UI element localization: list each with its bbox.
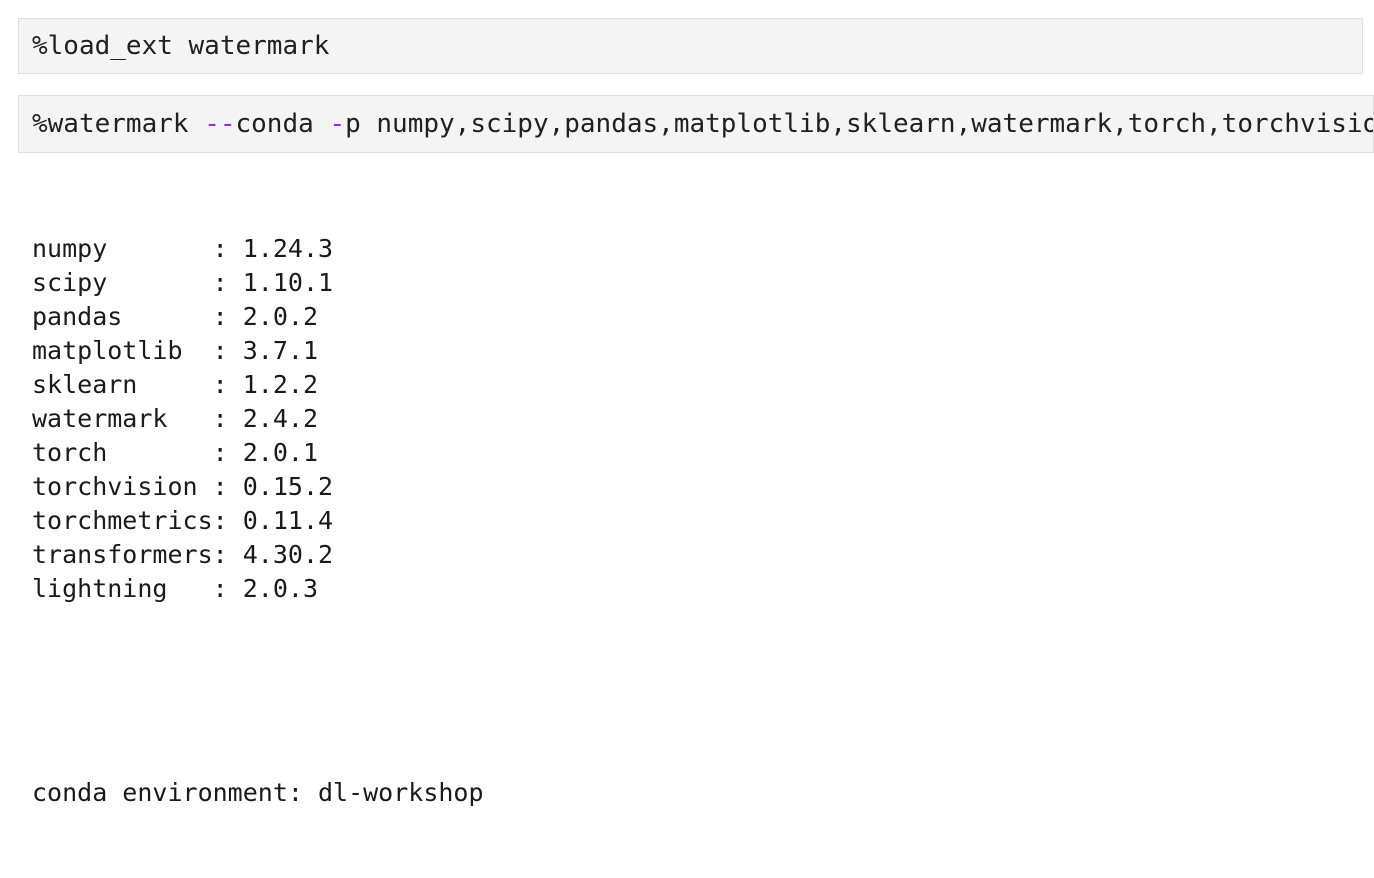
package-version: 4.30.2 bbox=[242, 540, 334, 569]
package-separator: : bbox=[212, 574, 243, 603]
package-version-row: sklearn : 1.2.2 bbox=[32, 368, 1352, 402]
package-version-row: watermark : 2.4.2 bbox=[32, 402, 1352, 436]
package-name: torchvision bbox=[32, 472, 213, 501]
package-version: 0.15.2 bbox=[242, 472, 334, 501]
packages-argument: numpy,scipy,pandas,matplotlib,sklearn,wa… bbox=[376, 109, 1373, 139]
code-cell-1-source: %load_ext watermark bbox=[32, 31, 330, 61]
code-cell-watermark[interactable]: %watermark --conda -p numpy,scipy,pandas… bbox=[18, 95, 1374, 153]
package-version-row: scipy : 1.10.1 bbox=[32, 266, 1352, 300]
package-separator: : bbox=[212, 472, 243, 501]
package-separator: : bbox=[212, 268, 243, 297]
package-name: transformers bbox=[32, 540, 213, 569]
flag-separator-space bbox=[314, 109, 330, 139]
package-version-row: transformers: 4.30.2 bbox=[32, 538, 1352, 572]
code-cell-2-source: %watermark --conda -p numpy,scipy,pandas… bbox=[32, 109, 1373, 139]
magic-watermark-token: %watermark bbox=[32, 109, 205, 139]
flag-conda-dashes: -- bbox=[204, 109, 236, 139]
package-separator: : bbox=[212, 438, 243, 467]
package-version-row: pandas : 2.0.2 bbox=[32, 300, 1352, 334]
package-version-row: lightning : 2.0.3 bbox=[32, 572, 1352, 606]
package-name: matplotlib bbox=[32, 336, 213, 365]
package-version: 1.2.2 bbox=[242, 370, 318, 399]
package-separator: : bbox=[212, 404, 243, 433]
package-version: 1.24.3 bbox=[242, 234, 334, 263]
package-version: 1.10.1 bbox=[242, 268, 334, 297]
package-name: numpy bbox=[32, 234, 213, 263]
package-separator: : bbox=[212, 540, 243, 569]
package-name: torch bbox=[32, 438, 213, 467]
package-version-row: torchvision : 0.15.2 bbox=[32, 470, 1352, 504]
package-version: 2.0.1 bbox=[242, 438, 318, 467]
package-name: scipy bbox=[32, 268, 213, 297]
package-version-row: torch : 2.0.1 bbox=[32, 436, 1352, 470]
flag-conda-word: conda bbox=[235, 109, 314, 139]
package-version: 2.0.3 bbox=[242, 574, 318, 603]
package-separator: : bbox=[212, 336, 243, 365]
package-name: sklearn bbox=[32, 370, 213, 399]
package-separator: : bbox=[212, 234, 243, 263]
package-version: 0.11.4 bbox=[242, 506, 334, 535]
package-version-row: numpy : 1.24.3 bbox=[32, 232, 1352, 266]
package-separator: : bbox=[212, 370, 243, 399]
output-blank-line bbox=[32, 674, 1352, 708]
code-cell-load-ext[interactable]: %load_ext watermark bbox=[18, 18, 1363, 74]
package-version: 3.7.1 bbox=[242, 336, 318, 365]
flag-p-word: p bbox=[345, 109, 377, 139]
package-name: watermark bbox=[32, 404, 213, 433]
package-name: torchmetrics bbox=[32, 506, 213, 535]
package-version-row: matplotlib : 3.7.1 bbox=[32, 334, 1352, 368]
conda-environment-line: conda environment: dl-workshop bbox=[32, 778, 484, 807]
package-separator: : bbox=[212, 506, 243, 535]
package-separator: : bbox=[212, 302, 243, 331]
notebook-container: %load_ext watermark %watermark --conda -… bbox=[18, 18, 1374, 807]
package-version: 2.4.2 bbox=[242, 404, 318, 433]
package-name: lightning bbox=[32, 574, 213, 603]
package-name: pandas bbox=[32, 302, 213, 331]
flag-p-dash: - bbox=[329, 109, 346, 139]
package-version: 2.0.2 bbox=[242, 302, 318, 331]
package-version-row: torchmetrics: 0.11.4 bbox=[32, 504, 1352, 538]
